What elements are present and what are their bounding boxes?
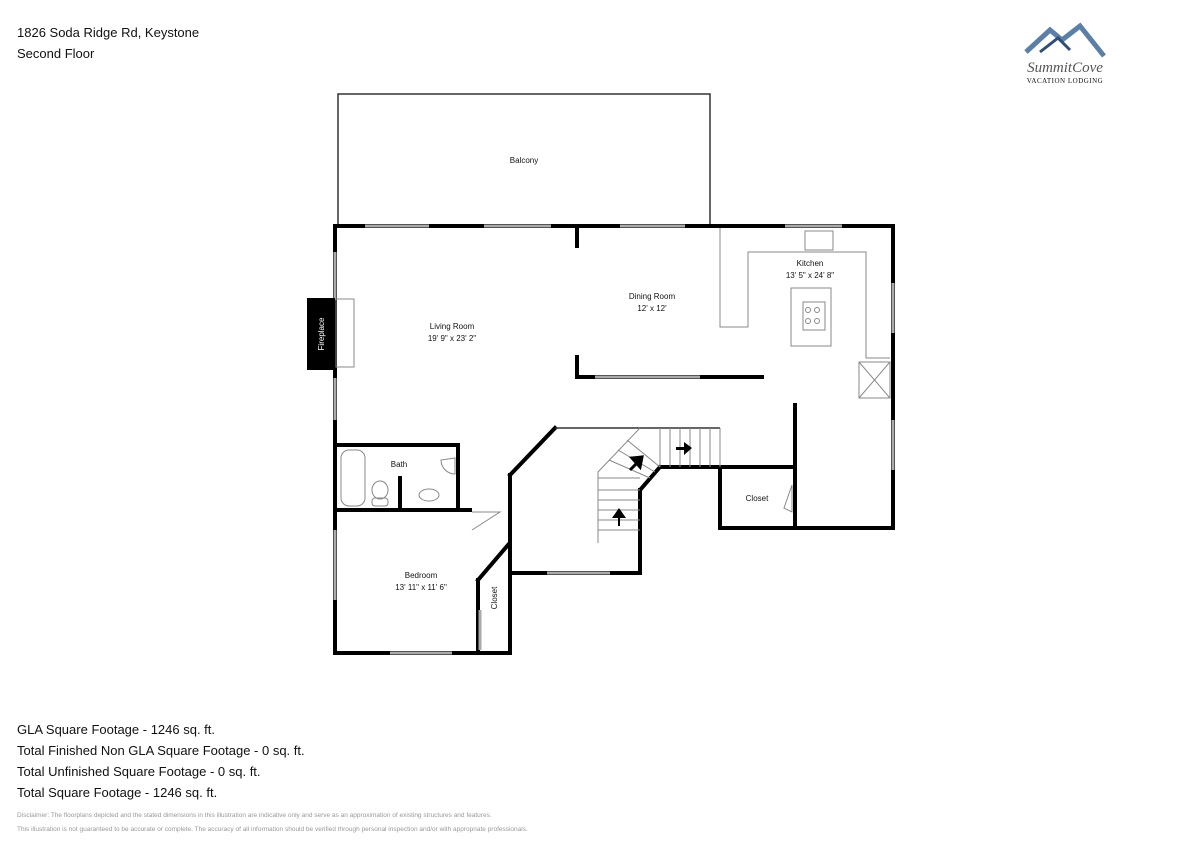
arrow-right-icon — [676, 442, 692, 455]
dining-room-label: Dining Room — [629, 292, 676, 301]
unfinished-footage: Total Unfinished Square Footage - 0 sq. … — [17, 764, 261, 779]
sink-icon — [804, 230, 834, 251]
gla-footage: GLA Square Footage - 1246 sq. ft. — [17, 722, 216, 737]
fireplace-label: Fireplace — [317, 317, 326, 350]
bathtub-icon — [340, 449, 366, 507]
walls — [333, 224, 895, 655]
arrow-diagonal-icon — [628, 455, 644, 472]
dining-room-dims: 12' x 12' — [637, 304, 667, 313]
closet-label: Closet — [746, 494, 769, 503]
arrow-up-icon — [612, 508, 626, 526]
total-footage: Total Square Footage - 1246 sq. ft. — [17, 785, 218, 800]
disclaimer-line-2: This illustration is not guaranteed to b… — [17, 826, 528, 833]
kitchen-dims: 13' 5" x 24' 8" — [786, 271, 834, 280]
toilet-icon — [371, 480, 389, 500]
stairs[interactable] — [597, 427, 721, 543]
kitchen-island — [790, 287, 832, 347]
non-gla-footage: Total Finished Non GLA Square Footage - … — [17, 743, 305, 758]
kitchen-label: Kitchen — [797, 259, 824, 268]
bedroom-label: Bedroom — [405, 571, 438, 580]
bath-fixtures — [340, 449, 456, 507]
fridge-icon — [858, 361, 891, 399]
sink-icon — [418, 488, 440, 502]
closet-door[interactable] — [783, 484, 793, 513]
disclaimer-line-1: Disclaimer: The floorplans depicted and … — [17, 812, 492, 819]
fireplace — [307, 298, 335, 370]
kitchen-counters — [719, 228, 891, 399]
bath-label: Bath — [391, 460, 407, 469]
floor-name: Second Floor — [17, 46, 95, 61]
bedroom-door[interactable] — [471, 511, 502, 531]
living-room-dims: 19' 9" x 23' 2" — [428, 334, 476, 343]
bedroom-closet-label: Closet — [490, 586, 499, 609]
logo-tagline: Vacation Lodging — [1027, 77, 1104, 85]
address: 1826 Soda Ridge Rd, Keystone — [17, 25, 200, 40]
bedroom-dims: 13' 11" x 11' 6" — [395, 583, 447, 592]
living-room-label: Living Room — [430, 322, 475, 331]
logo-brand: SummitCove — [1027, 60, 1103, 76]
door-swing-icon — [440, 457, 456, 475]
logo: SummitCove Vacation Lodging — [1024, 22, 1106, 85]
windows — [333, 224, 895, 655]
balcony-label: Balcony — [510, 156, 538, 165]
cooktop-icon — [802, 301, 826, 331]
